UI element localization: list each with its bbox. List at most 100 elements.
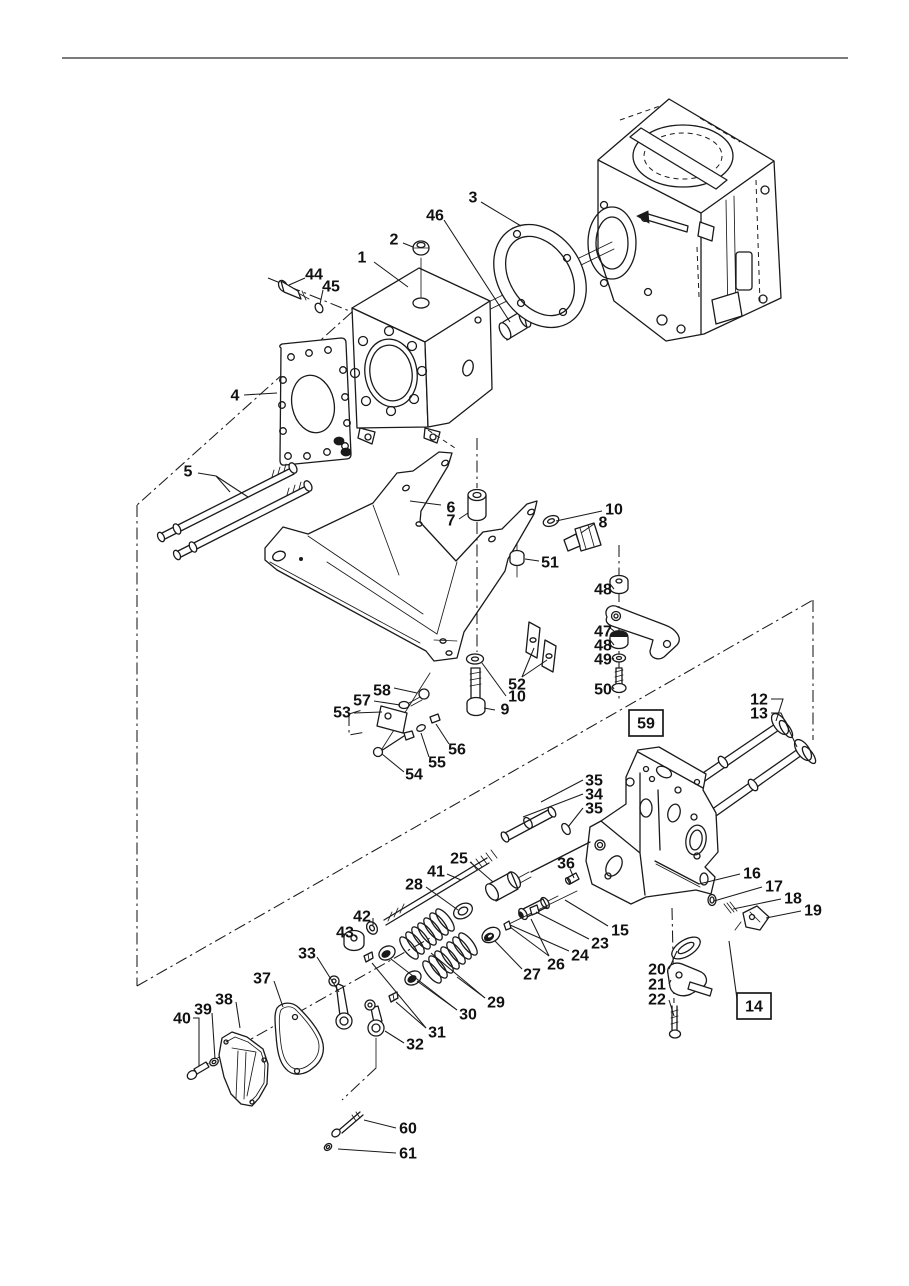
leader-line bbox=[373, 700, 401, 706]
callout-number: 44 bbox=[305, 267, 323, 284]
callout-61-62: 61 bbox=[337, 1146, 417, 1163]
callout-number: 37 bbox=[253, 971, 271, 988]
callout-36-36: 36 bbox=[557, 856, 575, 879]
leader-line bbox=[402, 242, 414, 248]
leader-line bbox=[416, 980, 458, 1011]
callout-number: 29 bbox=[487, 995, 505, 1012]
callout-58-59: 58 bbox=[373, 683, 418, 700]
callout-number: 36 bbox=[557, 856, 575, 873]
callout-59-60: 59 bbox=[628, 709, 664, 737]
handle-20-21-22 bbox=[667, 907, 713, 1039]
callout-number: 43 bbox=[336, 925, 354, 942]
callout-38-38: 38 bbox=[215, 992, 241, 1029]
callout-14-13: 14 bbox=[728, 940, 772, 1020]
leader-line bbox=[608, 626, 615, 632]
callout-45-45: 45 bbox=[319, 279, 340, 305]
callout-7-6: 7 bbox=[447, 512, 469, 530]
callout-number: 10 bbox=[605, 502, 623, 519]
leader-line bbox=[273, 980, 284, 1008]
callout-1-0: 1 bbox=[358, 250, 409, 288]
linkage-53-58 bbox=[348, 672, 441, 758]
lift-cover-assembly bbox=[585, 712, 817, 905]
rod-15-23-24 bbox=[503, 872, 580, 931]
tabs-52 bbox=[525, 621, 557, 673]
callout-55-56: 55 bbox=[420, 732, 446, 772]
callout-46-46: 46 bbox=[426, 208, 511, 323]
callout-16-15: 16 bbox=[698, 866, 761, 885]
callout-number: 39 bbox=[194, 1002, 212, 1019]
callout-18-17: 18 bbox=[732, 891, 802, 910]
leader-line bbox=[211, 1012, 216, 1060]
leader-line bbox=[713, 886, 763, 902]
callout-number: 5 bbox=[184, 464, 193, 481]
callout-number: 6 bbox=[447, 500, 456, 517]
callout-10-10: 10 bbox=[481, 662, 526, 706]
leader-line bbox=[458, 512, 469, 520]
leader-line bbox=[494, 940, 523, 970]
leader-line bbox=[771, 698, 784, 722]
callout-number: 22 bbox=[648, 992, 666, 1009]
callout-21-20: 21 bbox=[648, 977, 672, 994]
callout-3-2: 3 bbox=[469, 190, 522, 227]
callout-box bbox=[628, 709, 664, 737]
leader-line bbox=[420, 732, 430, 758]
washer-42-nut-43 bbox=[343, 921, 379, 952]
callout-number: 27 bbox=[523, 967, 541, 984]
springs-29 bbox=[399, 908, 478, 984]
callout-number: 3 bbox=[469, 190, 478, 207]
callout-number: 35 bbox=[585, 773, 603, 790]
callout-10-9: 10 bbox=[555, 502, 623, 522]
callout-22-21: 22 bbox=[648, 992, 675, 1017]
leader-line bbox=[353, 711, 383, 714]
callout-number: 48 bbox=[594, 638, 612, 655]
callout-number: 9 bbox=[501, 702, 510, 719]
pin-34-rings-35 bbox=[500, 806, 571, 843]
callout-number: 42 bbox=[353, 909, 371, 926]
callout-number: 24 bbox=[571, 948, 589, 965]
pushrod-16-19 bbox=[654, 860, 770, 931]
callout-53-54: 53 bbox=[333, 705, 383, 722]
callout-41-41: 41 bbox=[427, 864, 462, 881]
callout-number: 59 bbox=[637, 716, 655, 733]
leader-line bbox=[564, 899, 609, 927]
callout-19-18: 19 bbox=[765, 903, 822, 920]
callout-number: 13 bbox=[750, 706, 768, 723]
callout-number: 57 bbox=[353, 693, 371, 710]
fitting-44-45 bbox=[277, 279, 324, 314]
leader-line bbox=[363, 1119, 397, 1129]
callout-number: 38 bbox=[215, 992, 233, 1009]
callout-54-55: 54 bbox=[381, 753, 423, 784]
rocker-33 bbox=[328, 975, 353, 1030]
leader-line bbox=[567, 807, 584, 828]
leader-line bbox=[425, 886, 459, 911]
callout-17-16: 17 bbox=[713, 879, 783, 902]
washer-10-bolt-8 bbox=[542, 514, 602, 552]
callout-number: 40 bbox=[173, 1011, 191, 1028]
callout-27-26: 27 bbox=[494, 940, 541, 984]
leader-line bbox=[521, 659, 548, 678]
callout-number: 14 bbox=[745, 999, 763, 1016]
callout-2-1: 2 bbox=[390, 232, 414, 249]
leader-line bbox=[443, 219, 511, 323]
leader-line bbox=[698, 873, 741, 885]
callout-number: 60 bbox=[399, 1121, 417, 1138]
leader-line bbox=[373, 261, 409, 288]
callout-number: 10 bbox=[508, 689, 526, 706]
callout-49-50: 49 bbox=[594, 652, 615, 669]
callout-number: 61 bbox=[399, 1146, 417, 1163]
leader-line bbox=[193, 1017, 200, 1066]
callout-33-32: 33 bbox=[298, 946, 340, 993]
callout-number: 8 bbox=[599, 515, 608, 532]
callout-number: 16 bbox=[743, 866, 761, 883]
callout-number: 28 bbox=[405, 877, 423, 894]
callout-20-19: 20 bbox=[648, 950, 678, 979]
leader-line bbox=[481, 662, 507, 697]
callout-number: 15 bbox=[611, 923, 629, 940]
callout-number: 58 bbox=[373, 683, 391, 700]
leader-line bbox=[728, 940, 738, 1000]
callout-26-25: 26 bbox=[509, 918, 565, 974]
callout-box bbox=[736, 992, 772, 1020]
callout-51-52: 51 bbox=[524, 555, 559, 572]
spacer-7 bbox=[467, 438, 487, 652]
